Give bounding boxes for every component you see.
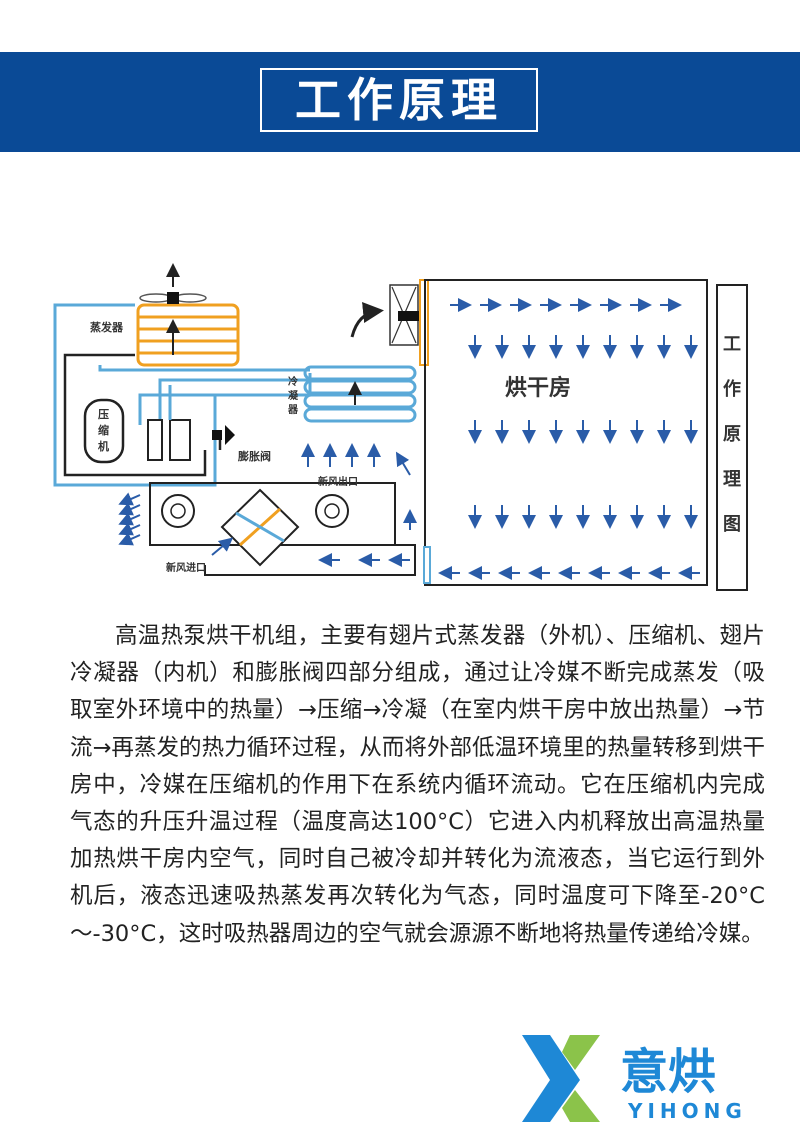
svg-text:缩: 缩 [98, 423, 109, 437]
svg-text:作: 作 [723, 378, 741, 400]
yihong-logo: 意烘 YIHONG [522, 1035, 747, 1123]
side-title-box: 工 作 原 理 图 [716, 284, 748, 591]
fresh-air-inlet-label: 新风进口 [166, 561, 206, 574]
svg-text:理: 理 [723, 469, 741, 490]
svg-text:工: 工 [723, 334, 741, 355]
description-text: 高温热泵烘干机组，主要有翅片式蒸发器（外机）、压缩机、翅片冷凝器（内机）和膨胀阀… [70, 618, 765, 953]
dryer-room: 烘干房 [423, 279, 708, 586]
svg-text:凝: 凝 [288, 389, 299, 402]
x-logo-icon [522, 1035, 600, 1122]
fan-icon [139, 292, 207, 304]
condenser-unit: 冷 凝 器 [287, 365, 417, 423]
separator [147, 385, 191, 461]
svg-text:冷: 冷 [288, 375, 298, 388]
page-title: 工作原理 [260, 68, 538, 132]
heat-pump-diagram: 蒸发器 压 缩 机 膨胀阀 冷 凝 器 [53, 263, 748, 591]
dryer-room-label: 烘干房 [505, 375, 571, 401]
svg-text:机: 机 [98, 439, 109, 453]
description-paragraph: 高温热泵烘干机组，主要有翅片式蒸发器（外机）、压缩机、翅片冷凝器（内机）和膨胀阀… [70, 623, 765, 947]
circulation-fan-icon [350, 279, 429, 366]
svg-text:膨胀阀: 膨胀阀 [237, 449, 271, 463]
svg-text:压: 压 [98, 407, 109, 421]
fresh-air-exchanger: 新风出口 新风进口 [149, 475, 416, 576]
svg-text:图: 图 [723, 514, 741, 535]
compressor-unit: 压 缩 机 [83, 398, 125, 464]
svg-text:器: 器 [287, 404, 299, 416]
fresh-air-outlet-label: 新风出口 [318, 475, 358, 488]
expansion-valve-icon: 膨胀阀 [212, 425, 271, 463]
logo-pinyin: YIHONG [627, 1099, 747, 1123]
logo-chinese: 意烘 [620, 1044, 716, 1100]
evaporator-label: 蒸发器 [90, 320, 124, 334]
svg-text:原: 原 [723, 424, 741, 445]
header-banner: 工作原理 [0, 52, 800, 152]
evaporator-unit: 蒸发器 [90, 263, 240, 367]
